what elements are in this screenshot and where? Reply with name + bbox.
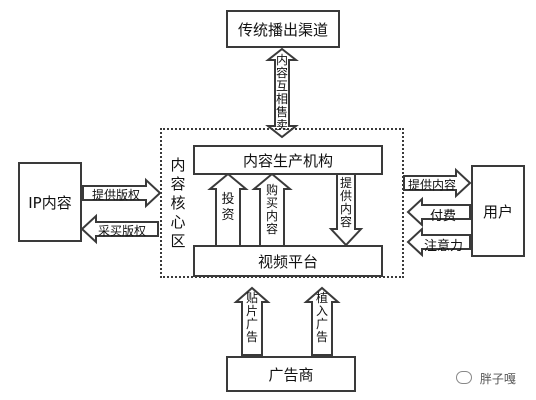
mutual-sales-text: 内容互相售卖 bbox=[275, 53, 288, 132]
pay-arrow bbox=[406, 196, 471, 228]
watermark-text: 胖子嘎 bbox=[479, 372, 516, 386]
buy-content-text: 购买内容 bbox=[265, 183, 278, 236]
placement-ad-label: 植入广告 bbox=[314, 292, 330, 344]
core-zone-label: 内容核心区 bbox=[167, 156, 189, 251]
provide-content-down-arrow bbox=[328, 173, 364, 247]
invest-arrow bbox=[207, 172, 249, 247]
content-producer-node: 内容生产机构 bbox=[193, 145, 383, 175]
buy-copyright-arrow bbox=[80, 213, 159, 245]
ip-content-node: IP内容 bbox=[18, 162, 82, 242]
core-zone-text: 内容核心区 bbox=[170, 156, 186, 250]
provide-content-user-arrow bbox=[403, 167, 472, 199]
traditional-channel-node: 传统播出渠道 bbox=[226, 10, 340, 48]
advertiser-node: 广告商 bbox=[226, 356, 356, 392]
provide-content-user-label: 提供内容 bbox=[408, 178, 457, 192]
pre-roll-ad-label: 贴片广告 bbox=[244, 292, 260, 344]
invest-text: 投资 bbox=[221, 192, 235, 223]
invest-label: 投资 bbox=[219, 192, 237, 224]
watermark: 胖子嘎 bbox=[456, 370, 516, 387]
pre-roll-ad-text: 贴片广告 bbox=[245, 291, 258, 344]
attention-label: 注意力 bbox=[424, 239, 464, 254]
buy-content-arrow bbox=[251, 172, 293, 247]
pay-label: 付费 bbox=[430, 209, 457, 224]
provide-copyright-arrow bbox=[82, 177, 162, 209]
content-core-zone bbox=[160, 128, 404, 278]
attention-arrow bbox=[406, 226, 471, 258]
wechat-icon bbox=[456, 371, 472, 384]
mutual-sales-label: 内容互相售卖 bbox=[274, 54, 290, 132]
video-platform-node: 视频平台 bbox=[193, 245, 383, 277]
placement-ad-text: 植入广告 bbox=[315, 291, 328, 344]
pre-roll-ad-arrow bbox=[233, 286, 271, 356]
buy-copyright-label: 采买版权 bbox=[98, 224, 147, 238]
provide-copyright-label: 提供版权 bbox=[92, 188, 141, 202]
provide-content-down-label: 提供内容 bbox=[338, 177, 354, 229]
mutual-sales-arrow bbox=[265, 47, 299, 139]
provide-content-down-text: 提供内容 bbox=[339, 176, 352, 229]
buy-content-label: 购买内容 bbox=[264, 184, 280, 236]
placement-ad-arrow bbox=[303, 286, 341, 356]
user-node: 用户 bbox=[471, 165, 525, 257]
